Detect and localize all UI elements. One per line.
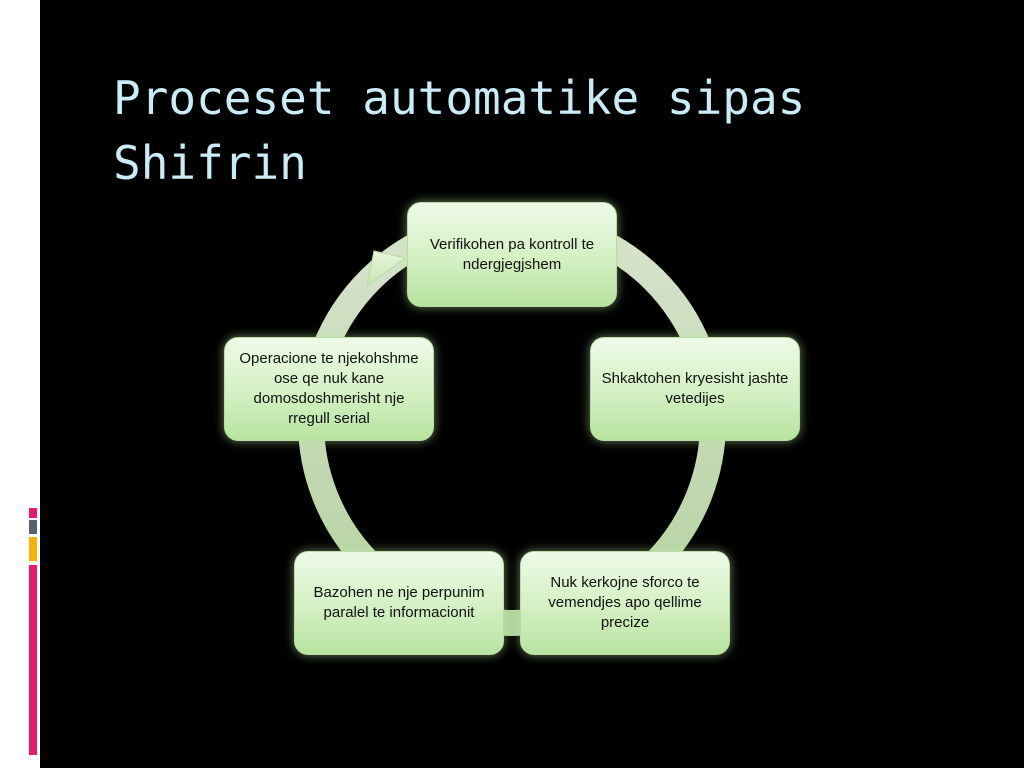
accent-bar-gray [29, 520, 37, 534]
cycle-node-text: Bazohen ne nje perpunim paralel te infor… [313, 584, 485, 621]
cycle-node-text: Operacione te njekohshme ose qe nuk kane… [239, 350, 419, 427]
cycle-node-text: Nuk kerkojne sforco te vemendjes apo qel… [548, 574, 702, 631]
cycle-node-text: Verifikohen pa kontroll te ndergjegjshem [429, 235, 595, 273]
cycle-node-verifikohen: Verifikohen pa kontroll te ndergjegjshem [407, 202, 617, 307]
cycle-node-text: Shkaktohen kryesisht jashte vetedijes [601, 370, 789, 407]
cycle-node-bazohen: Bazohen ne nje perpunim paralel te infor… [294, 551, 504, 655]
accent-bar-pink-small [29, 508, 37, 518]
cycle-node-nuk-kerkojne: Nuk kerkojne sforco te vemendjes apo qel… [520, 551, 730, 655]
cycle-node-shkaktohen: Shkaktohen kryesisht jashte vetedijes [590, 337, 800, 441]
accent-bar-yellow [29, 537, 37, 561]
slide-title: Proceset automatike sipas Shifrin [113, 71, 806, 190]
cycle-arrowhead [366, 250, 407, 288]
cycle-node-operacione: Operacione te njekohshme ose qe nuk kane… [224, 337, 434, 441]
accent-bar-pink-long [29, 565, 37, 755]
left-decor-strip [0, 0, 40, 768]
